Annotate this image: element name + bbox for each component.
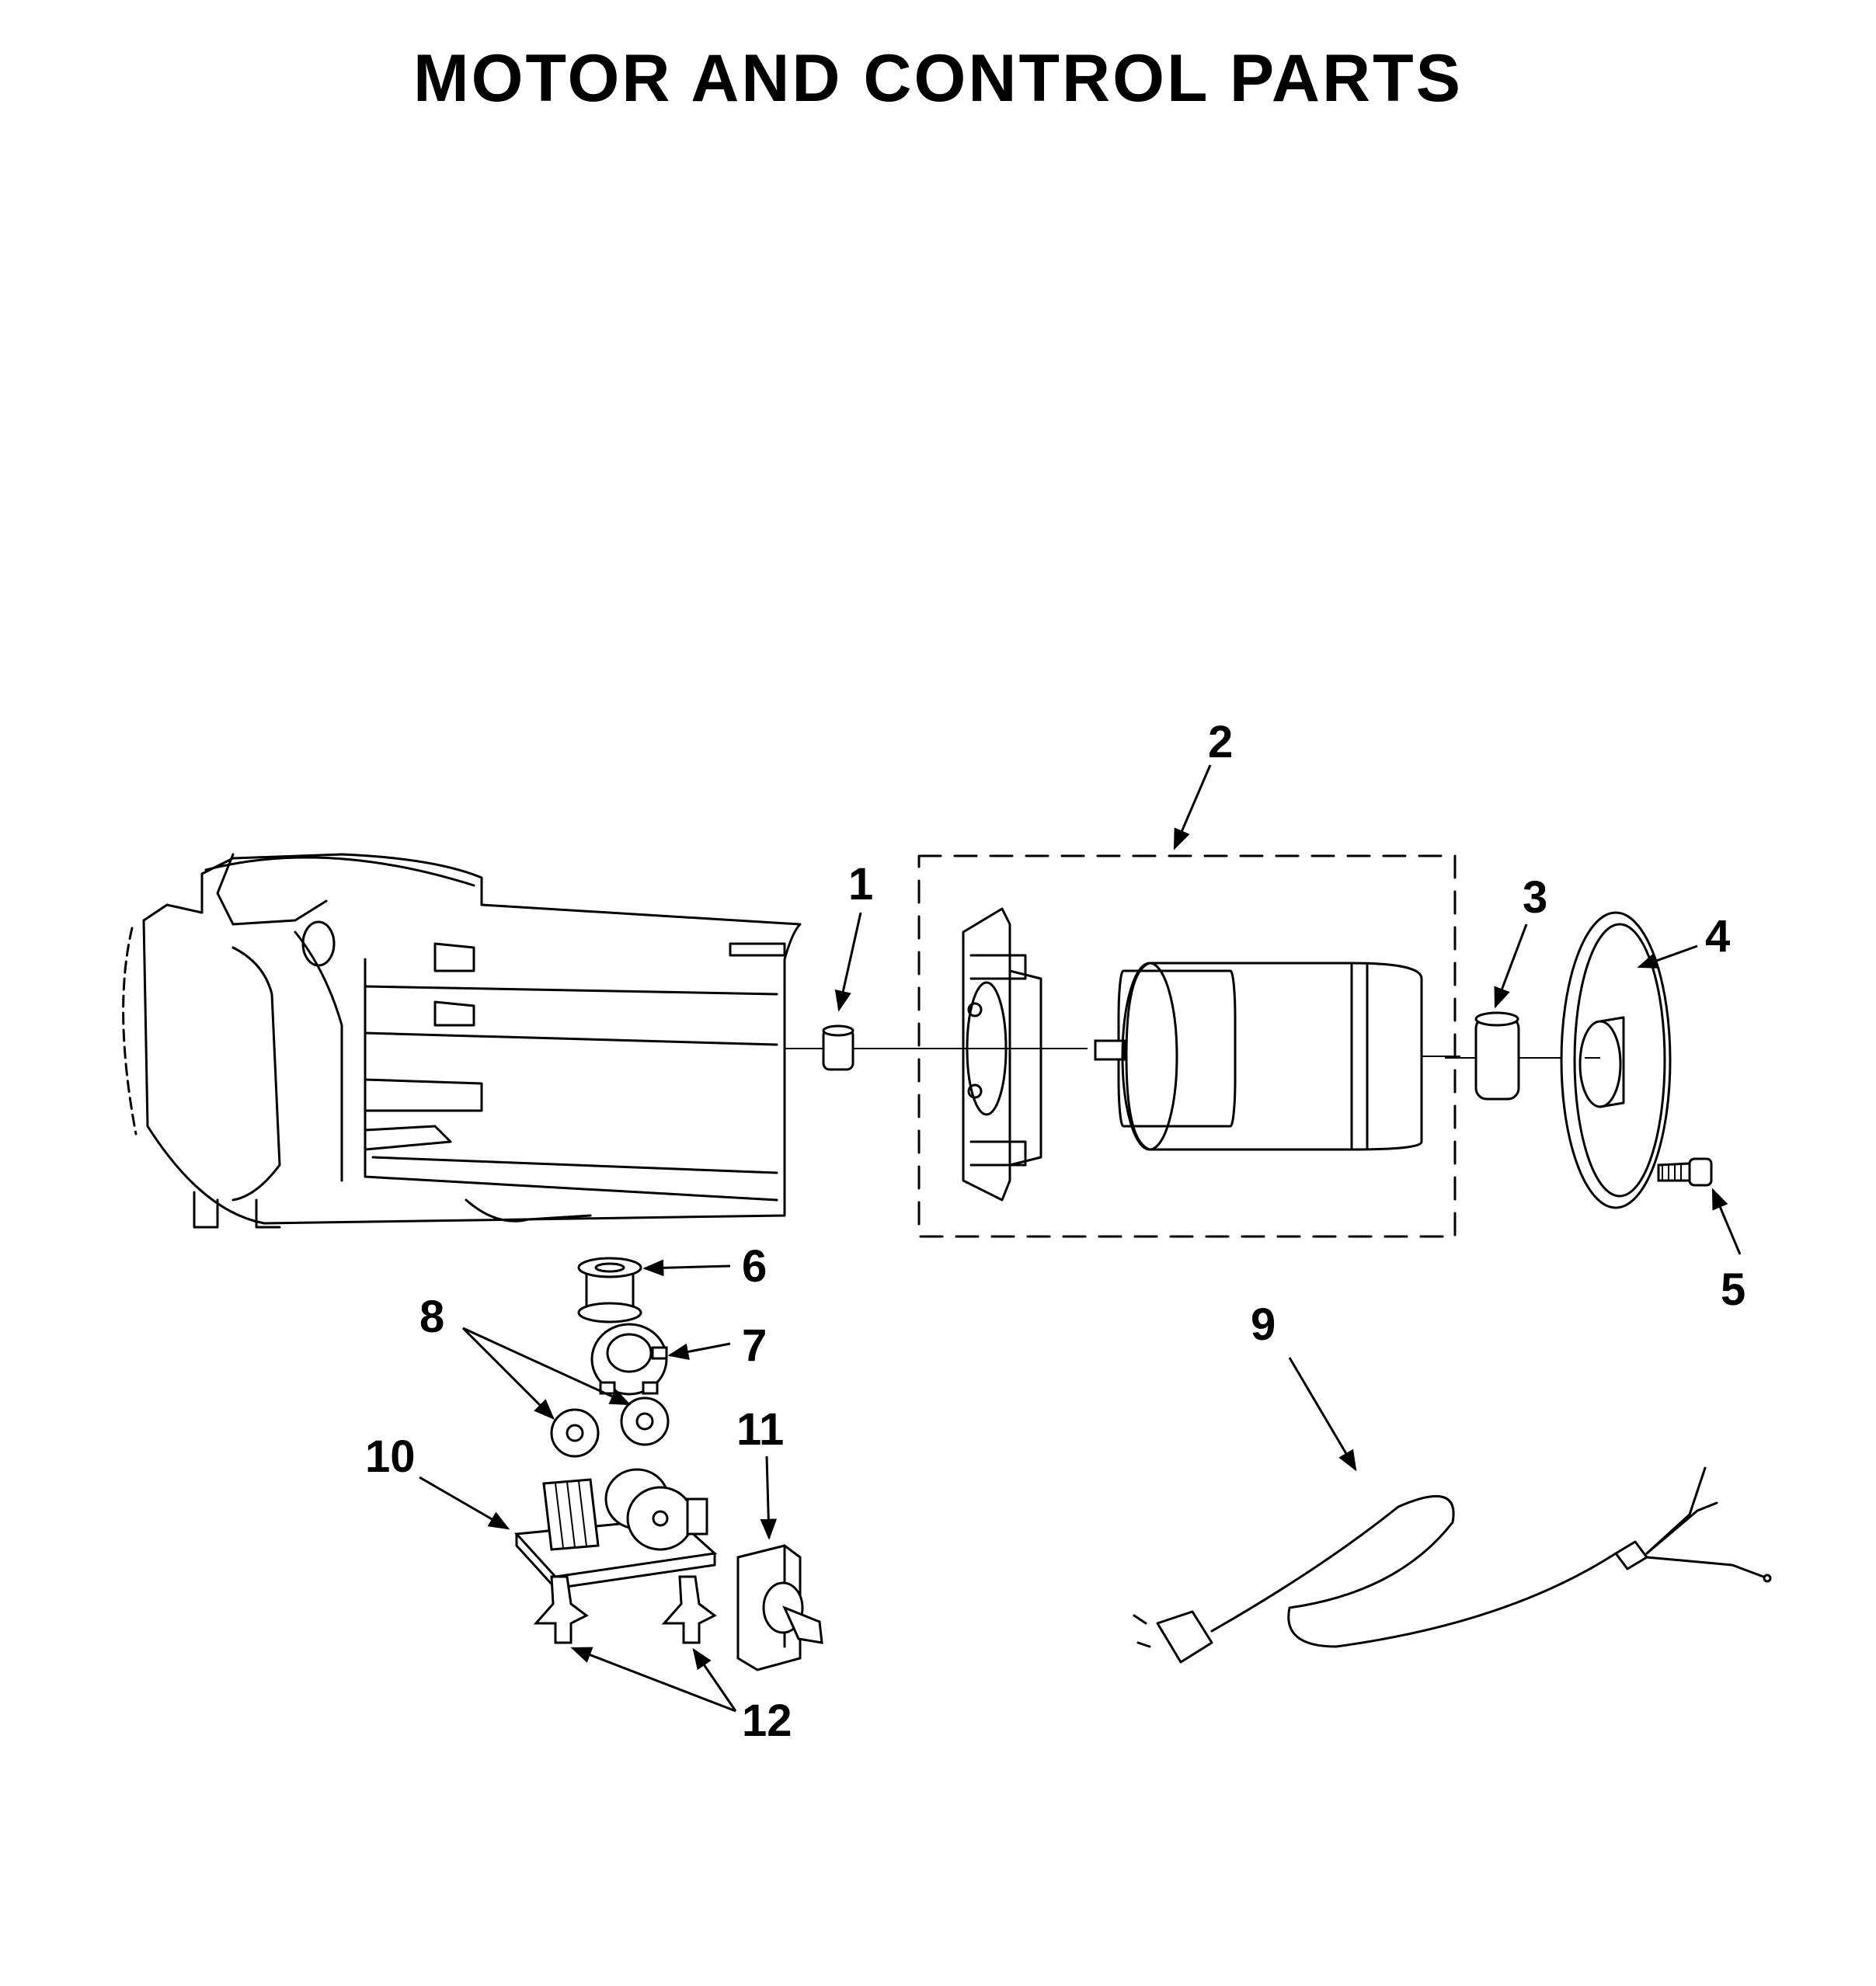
callout-leaders — [419, 764, 1742, 1713]
callout-6: 6 — [742, 1241, 767, 1292]
part-2-motor-assembly — [917, 854, 1460, 1238]
part-5-screw — [1657, 1157, 1713, 1187]
callout-3: 3 — [1523, 872, 1547, 923]
callout-2: 2 — [1208, 717, 1233, 767]
part-8-washers — [550, 1396, 670, 1458]
part-4-end-plate — [1560, 911, 1672, 1209]
part-3-bearing — [1445, 1011, 1585, 1101]
part-11-toggle-switch — [736, 1544, 823, 1671]
page-title: MOTOR AND CONTROL PARTS — [412, 41, 1464, 116]
part-7-grommet — [590, 1323, 668, 1396]
callout-5: 5 — [1721, 1264, 1745, 1315]
motor-housing — [122, 853, 802, 1229]
callout-labels: 1 2 3 4 5 6 7 8 9 10 11 12 — [365, 717, 1745, 1746]
part-12-mounting-clips — [533, 1575, 717, 1644]
callout-8: 8 — [419, 1292, 444, 1342]
callout-12: 12 — [742, 1696, 792, 1746]
part-6-spool — [577, 1257, 642, 1323]
callout-11: 11 — [736, 1404, 784, 1455]
callout-7: 7 — [742, 1320, 767, 1371]
part-1-bushing — [785, 1024, 917, 1071]
callout-9: 9 — [1251, 1299, 1276, 1350]
part-10-control-board — [513, 1468, 718, 1590]
callout-10: 10 — [365, 1431, 416, 1482]
part-9-power-cord — [1133, 1466, 1772, 1664]
callout-1: 1 — [848, 859, 873, 910]
callout-4: 4 — [1705, 911, 1730, 962]
